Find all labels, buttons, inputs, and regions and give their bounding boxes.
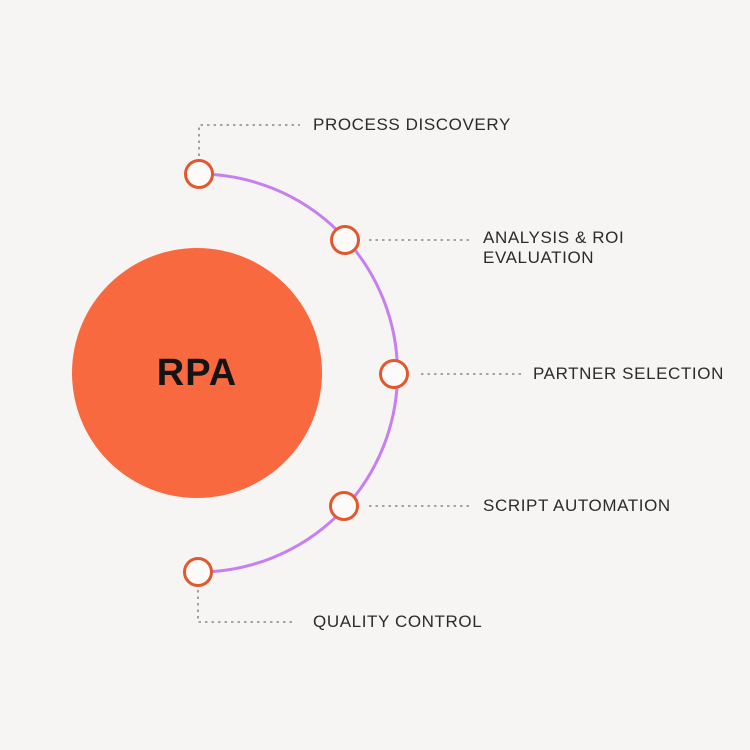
label-analysis-roi: ANALYSIS & ROI EVALUATION [483, 228, 625, 267]
hub-circle: RPA [72, 248, 322, 498]
hub-label: RPA [156, 351, 238, 394]
connector-process-discovery [198, 124, 300, 156]
node-partner-selection [379, 359, 409, 389]
connector-quality-control [197, 590, 296, 623]
node-script-automation [329, 491, 359, 521]
label-partner-selection: PARTNER SELECTION [533, 364, 724, 383]
node-process-discovery [184, 159, 214, 189]
node-analysis-roi [330, 225, 360, 255]
label-process-discovery: PROCESS DISCOVERY [313, 115, 511, 134]
label-quality-control: QUALITY CONTROL [313, 612, 483, 631]
node-quality-control [183, 557, 213, 587]
label-script-automation: SCRIPT AUTOMATION [483, 496, 671, 515]
